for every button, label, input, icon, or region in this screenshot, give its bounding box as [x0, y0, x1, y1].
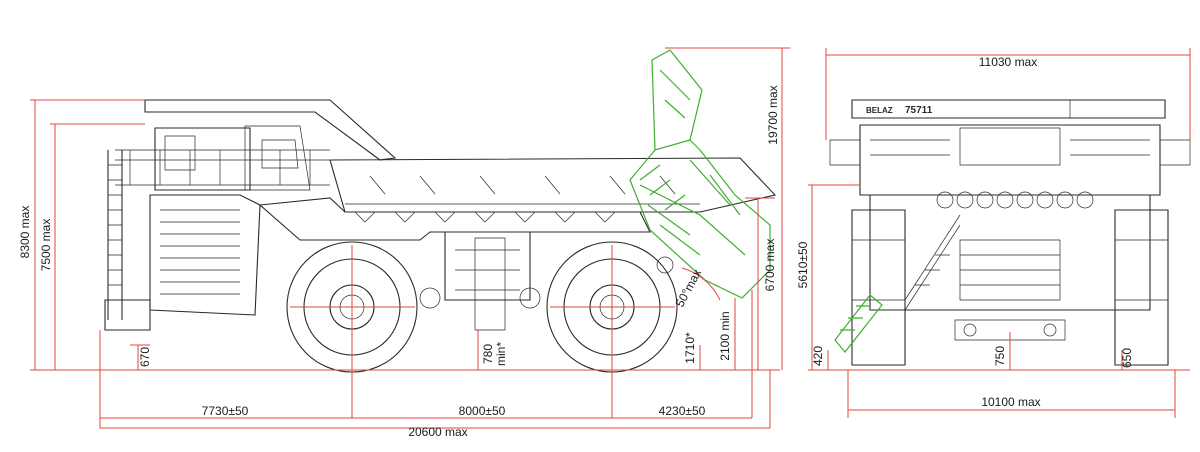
dim-length-rear: 4230±50: [659, 404, 706, 418]
front-view-dimensions: [808, 48, 1191, 418]
dim-rear-height: 6700 max: [763, 239, 777, 292]
dim-rear-angle: 1710*: [683, 332, 697, 364]
dim-clearance-front: 670: [138, 347, 152, 367]
dim-track-width: 10100 max: [981, 395, 1040, 409]
raised-dump-body: [629, 49, 771, 299]
dim-side-clearance: 650: [1120, 348, 1134, 368]
front-grille: [936, 191, 1094, 209]
dim-wheelbase: 8000±50: [459, 404, 506, 418]
dim-center-clearance: 750: [993, 346, 1007, 366]
dim-clearance-center: 780: [481, 344, 495, 364]
brand-model: 75711: [905, 105, 933, 116]
dim-height-canopy: 8300 max: [18, 206, 32, 259]
dim-length-front: 7730±50: [202, 404, 249, 418]
dim-overall-length: 20600 max: [408, 425, 467, 439]
dim-dump-clearance: 2100 min: [718, 311, 732, 360]
front-view-stair: [834, 294, 883, 353]
dim-dump-height: 19700 max: [766, 85, 780, 144]
side-view-dimensions: [30, 47, 790, 429]
dim-dump-angle: 50°max: [673, 267, 705, 310]
brand-logo: BELAZ: [866, 106, 893, 115]
dim-axle-height: 5610±50: [796, 241, 810, 288]
dim-step-height: 420: [811, 346, 825, 366]
dim-height-body: 7500 max: [39, 219, 53, 272]
dim-clearance-center-note: min*: [494, 342, 508, 366]
dim-overall-width: 11030 max: [979, 55, 1037, 69]
front-view-truck: [829, 99, 1191, 366]
